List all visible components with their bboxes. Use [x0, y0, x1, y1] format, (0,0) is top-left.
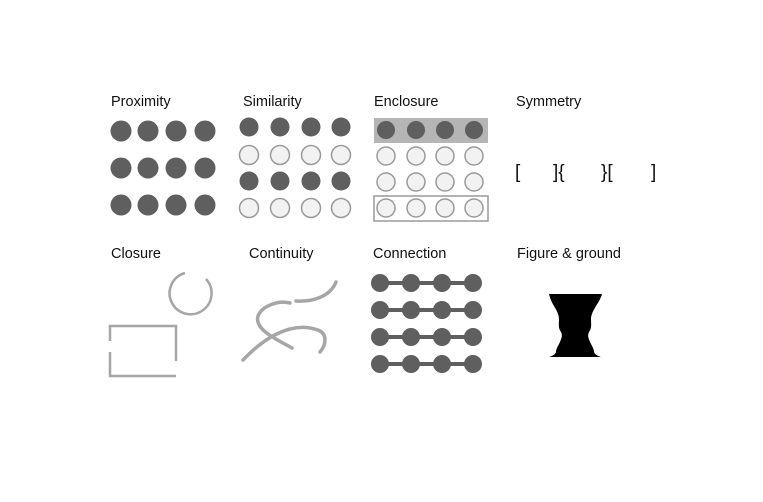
proximity-dot	[137, 157, 159, 179]
enclosure-dot	[435, 172, 455, 192]
similarity-dot	[301, 117, 321, 137]
connection-dot	[371, 328, 389, 346]
proximity-dot	[137, 194, 159, 216]
similarity-dot	[270, 117, 290, 137]
continuity-line-a	[241, 325, 327, 362]
enclosure-dot	[376, 146, 396, 166]
label-similarity: Similarity	[243, 94, 302, 110]
closure-shapes	[108, 271, 213, 378]
similarity-dots	[238, 117, 352, 219]
enclosure-dot	[406, 146, 426, 166]
label-continuity: Continuity	[249, 246, 314, 262]
continuity-lines	[241, 280, 338, 362]
similarity-dot	[330, 144, 352, 166]
similarity-dot	[300, 144, 322, 166]
similarity-dot	[301, 171, 321, 191]
connection-dot	[464, 301, 482, 319]
label-connection: Connection	[373, 246, 447, 262]
enclosure-dots	[373, 118, 489, 222]
connection-dot	[464, 328, 482, 346]
vase-silhouette	[549, 294, 602, 357]
similarity-dot	[300, 197, 322, 219]
connection-dot	[433, 274, 451, 292]
similarity-dot	[239, 117, 259, 137]
similarity-dot	[270, 171, 290, 191]
proximity-dot	[165, 157, 187, 179]
enclosure-dot	[407, 121, 425, 139]
similarity-dot	[331, 117, 351, 137]
symmetry-bracket-3: }[	[601, 162, 613, 183]
connection-dots	[371, 274, 482, 373]
proximity-dot	[165, 120, 187, 142]
symmetry-bracket-2: ]{	[553, 162, 565, 183]
proximity-dot	[194, 157, 216, 179]
connection-dot	[433, 301, 451, 319]
connection-dot	[464, 355, 482, 373]
connection-dot	[402, 301, 420, 319]
symmetry-brackets: [ ]{ }[ ]	[515, 162, 656, 183]
connection-dot	[371, 355, 389, 373]
connection-dot	[402, 328, 420, 346]
similarity-dot	[269, 144, 291, 166]
symmetry-bracket-4: ]	[651, 162, 656, 183]
proximity-dot	[110, 157, 132, 179]
enclosure-bottom-box	[373, 195, 489, 222]
connection-dot	[402, 355, 420, 373]
similarity-dot	[330, 197, 352, 219]
enclosure-dot	[464, 146, 484, 166]
enclosure-dot	[436, 121, 454, 139]
proximity-dot	[194, 120, 216, 142]
proximity-dot	[137, 120, 159, 142]
enclosure-dot	[435, 146, 455, 166]
proximity-dot	[165, 194, 187, 216]
symmetry-bracket-1: [	[515, 162, 521, 183]
enclosure-dot	[465, 121, 483, 139]
proximity-dots	[110, 120, 216, 216]
enclosure-dot	[406, 198, 426, 218]
enclosure-dot	[376, 172, 396, 192]
similarity-dot	[269, 197, 291, 219]
connection-dot	[402, 274, 420, 292]
connection-dot	[371, 301, 389, 319]
connection-dot	[371, 274, 389, 292]
similarity-dot	[238, 197, 260, 219]
closure-rectangle	[108, 324, 178, 378]
enclosure-dot	[464, 198, 484, 218]
label-enclosure: Enclosure	[374, 94, 439, 110]
similarity-dot	[239, 171, 259, 191]
proximity-dot	[110, 194, 132, 216]
enclosure-dot	[435, 198, 455, 218]
closure-circle-arc	[168, 271, 213, 316]
connection-dot	[433, 355, 451, 373]
label-symmetry: Symmetry	[516, 94, 582, 110]
enclosure-dot	[464, 172, 484, 192]
enclosure-dot	[377, 121, 395, 139]
figure-ground-vase	[549, 294, 602, 357]
enclosure-dot	[376, 198, 396, 218]
proximity-dot	[194, 194, 216, 216]
continuity-line-b	[255, 280, 338, 350]
proximity-dot	[110, 120, 132, 142]
connection-dot	[433, 328, 451, 346]
label-figure-ground: Figure & ground	[517, 246, 621, 262]
similarity-dot	[238, 144, 260, 166]
label-closure: Closure	[111, 246, 161, 262]
label-proximity: Proximity	[111, 94, 171, 110]
similarity-dot	[331, 171, 351, 191]
connection-dot	[464, 274, 482, 292]
enclosure-dot	[406, 172, 426, 192]
